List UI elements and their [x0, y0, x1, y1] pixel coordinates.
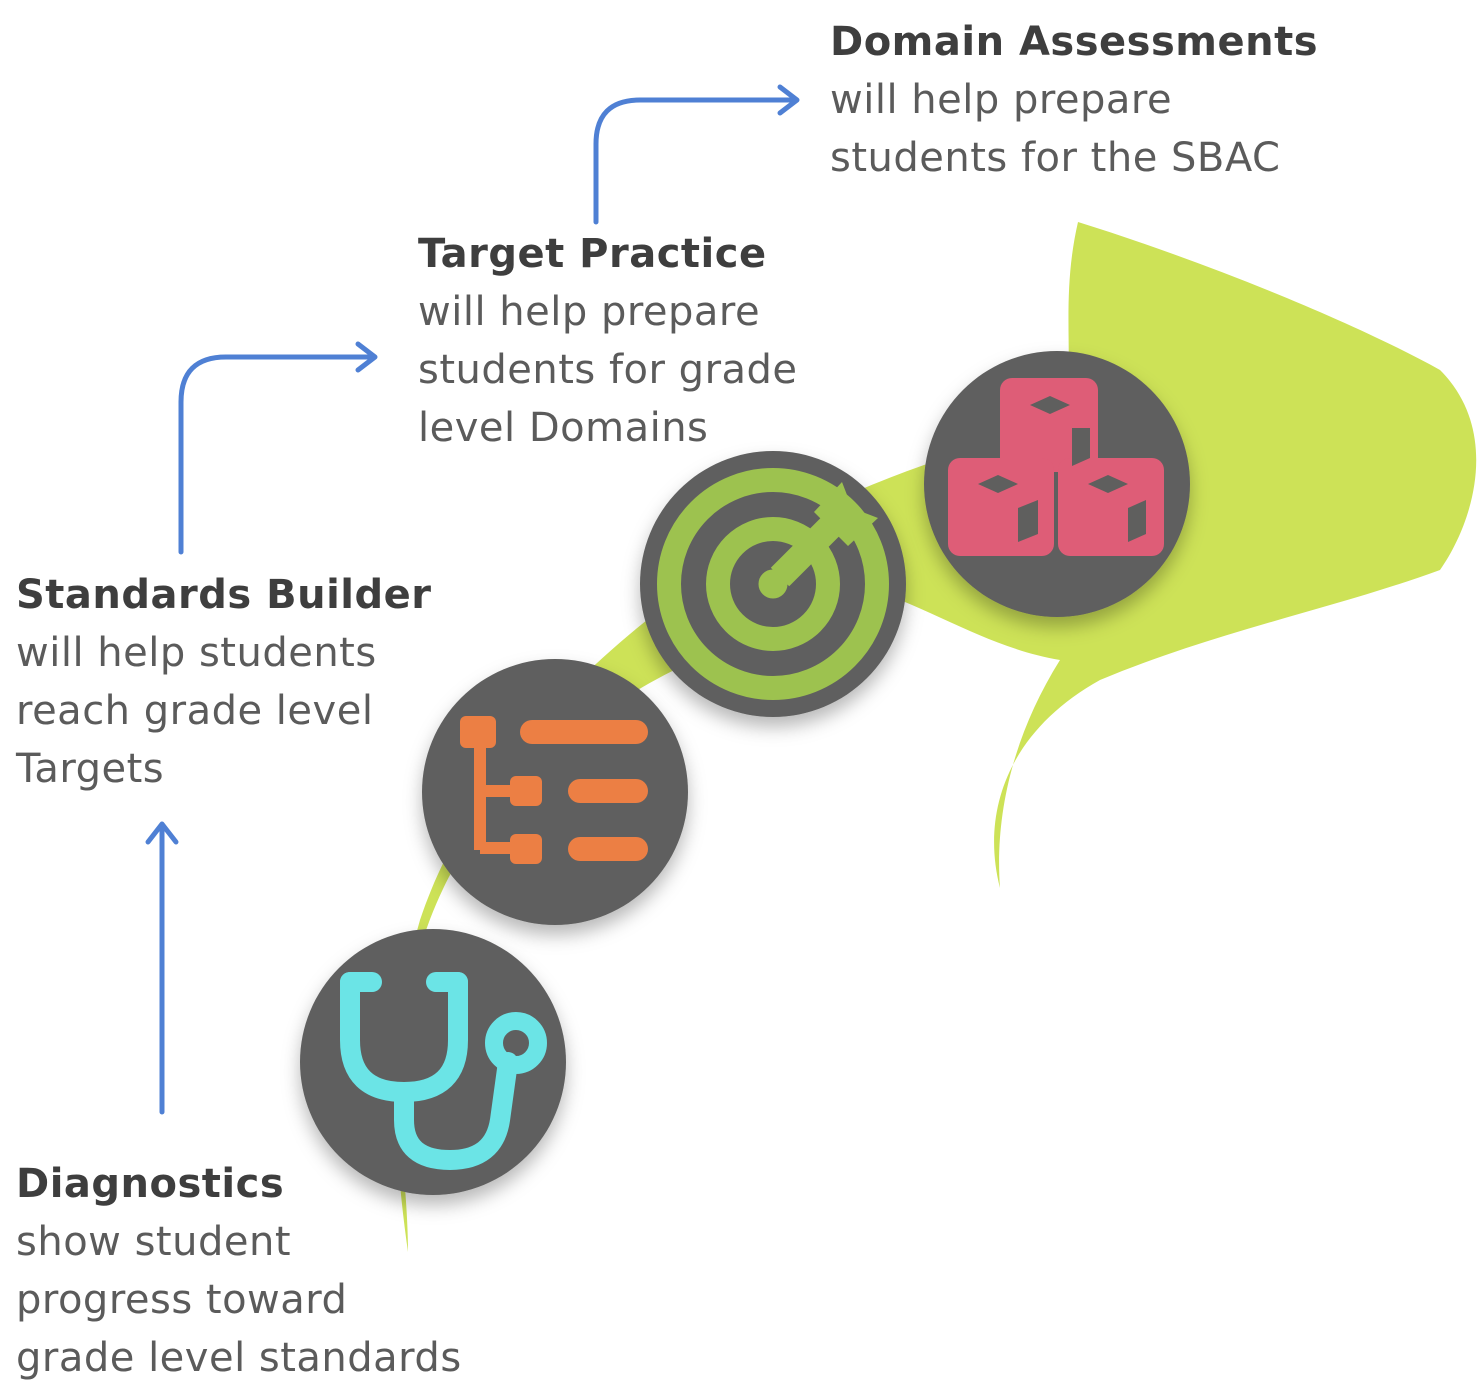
target-practice-circle — [640, 451, 906, 717]
domain-assessments-circle — [924, 351, 1190, 617]
step-description-line: show student — [16, 1219, 292, 1265]
step-description-line: grade level standards — [16, 1335, 462, 1381]
step-domain-assessments: Domain Assessments will help prepare stu… — [830, 13, 1318, 187]
arrow-target-to-domain — [593, 84, 800, 225]
step-description-line: level Domains — [418, 405, 709, 451]
diagnostics-circle — [300, 929, 566, 1195]
target-arrow-icon — [657, 468, 889, 700]
cubes-icon — [948, 378, 1164, 556]
step-description-line: will help prepare — [418, 289, 761, 335]
step-standards-builder: Standards Builder will help students rea… — [16, 566, 432, 798]
step-description-line: will help students — [16, 630, 377, 676]
step-title: Domain Assessments — [830, 19, 1319, 65]
step-target-practice: Target Practice will help prepare studen… — [418, 225, 798, 457]
stethoscope-icon — [340, 972, 547, 1171]
hierarchy-list-icon — [460, 716, 648, 864]
step-description-line: will help prepare — [830, 77, 1173, 123]
arrow-builder-to-target — [178, 341, 378, 555]
step-description-line: students for the SBAC — [830, 135, 1281, 181]
green-ribbon-arrow — [395, 222, 1477, 1252]
step-description-line: students for grade — [418, 347, 798, 393]
standards-builder-circle — [422, 659, 688, 925]
step-diagnostics: Diagnostics show student progress toward… — [16, 1155, 462, 1387]
step-description-line: Targets — [16, 746, 165, 792]
step-title: Diagnostics — [16, 1161, 285, 1207]
step-description-line: reach grade level — [16, 688, 374, 734]
step-title: Target Practice — [418, 231, 767, 277]
arrow-diagnostics-to-builder — [145, 821, 179, 1115]
step-title: Standards Builder — [16, 572, 432, 618]
step-description-line: progress toward — [16, 1277, 348, 1323]
